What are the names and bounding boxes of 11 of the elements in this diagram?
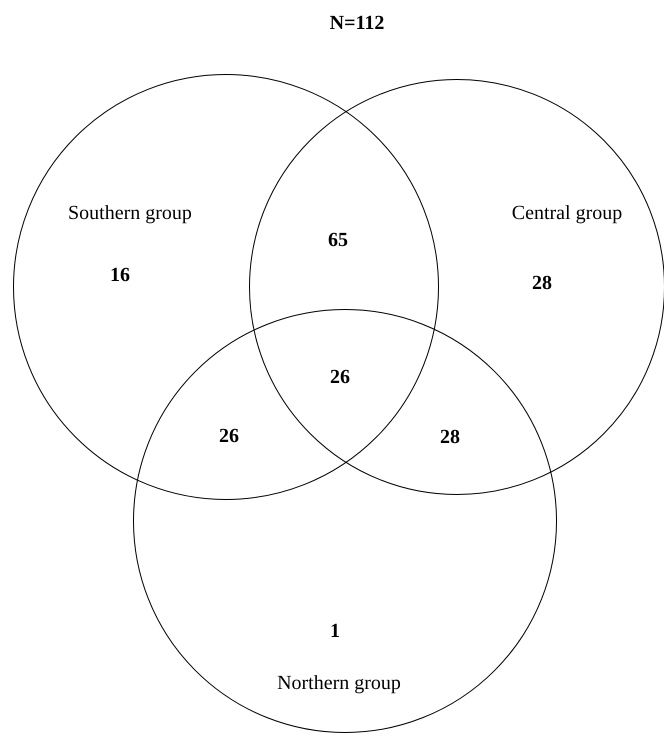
set-count: 1 (330, 621, 340, 641)
set-count: 16 (110, 265, 130, 285)
set-label: Southern group (68, 203, 192, 223)
overlap-count: 26 (330, 367, 350, 387)
overlap-count: 65 (328, 230, 348, 250)
set-label: Central group (512, 203, 622, 223)
overlap-count: 28 (440, 427, 460, 447)
set-count: 28 (532, 273, 552, 293)
chart-title: N=112 (330, 13, 384, 33)
set-label: Northern group (277, 673, 401, 693)
overlap-count: 26 (219, 426, 239, 446)
